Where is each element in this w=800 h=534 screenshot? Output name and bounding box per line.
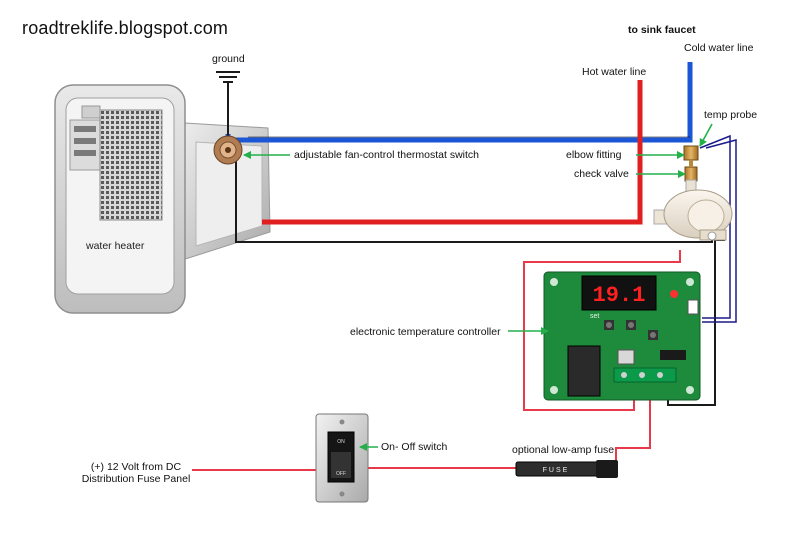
on-off-switch-label: On- Off switch bbox=[381, 441, 448, 453]
check-valve bbox=[684, 166, 698, 182]
minus-button bbox=[650, 332, 656, 338]
ground-symbol bbox=[216, 71, 240, 83]
probe-pointer-arrow bbox=[699, 123, 713, 147]
red-wires bbox=[192, 250, 681, 471]
set-label: set bbox=[590, 313, 599, 320]
water-heater bbox=[54, 84, 271, 314]
display-reading: 19.1 bbox=[593, 283, 646, 308]
optional-fuse-label: optional low-amp fuse bbox=[512, 444, 615, 456]
thermostat-switch bbox=[213, 135, 243, 165]
pointer-arrows bbox=[243, 123, 713, 451]
power-source-label-line1: (+) 12 Volt from DC bbox=[90, 461, 182, 473]
status-led bbox=[670, 290, 678, 298]
water-pump bbox=[653, 179, 733, 241]
water-heater-label: water heater bbox=[86, 240, 145, 252]
switch-off-label: OFF bbox=[336, 471, 346, 477]
led-display bbox=[581, 275, 657, 311]
heater-vent-grille bbox=[99, 109, 163, 221]
elbow-fitting bbox=[683, 145, 699, 161]
temperature-controller-label: electronic temperature controller bbox=[350, 326, 501, 338]
power-source-label-line2: Distribution Fuse Panel bbox=[81, 473, 191, 485]
hot-water-pipe bbox=[262, 80, 643, 225]
elbow-fitting-label: elbow fitting bbox=[566, 149, 622, 161]
ground-label: ground bbox=[212, 53, 245, 65]
cold-water-line-label: Cold water line bbox=[684, 42, 754, 54]
thermostat-switch-label: adjustable fan-control thermostat switch bbox=[294, 149, 480, 161]
plus-button bbox=[628, 322, 634, 328]
on-off-switch bbox=[315, 413, 369, 503]
switch-on-label: ON bbox=[337, 439, 345, 445]
relay bbox=[567, 345, 601, 397]
probe-wires bbox=[699, 134, 737, 323]
to-sink-faucet-label: to sink faucet bbox=[628, 24, 696, 36]
site-title: roadtreklife.blogspot.com bbox=[22, 18, 229, 38]
hot-water-line-label: Hot water line bbox=[582, 66, 647, 78]
temperature-controller-board bbox=[543, 271, 701, 401]
set-button bbox=[606, 322, 612, 328]
check-valve-label: check valve bbox=[574, 168, 629, 180]
inline-fuse bbox=[515, 460, 618, 478]
temp-probe-label: temp probe bbox=[704, 109, 758, 121]
fuse-text: FUSE bbox=[543, 467, 570, 474]
